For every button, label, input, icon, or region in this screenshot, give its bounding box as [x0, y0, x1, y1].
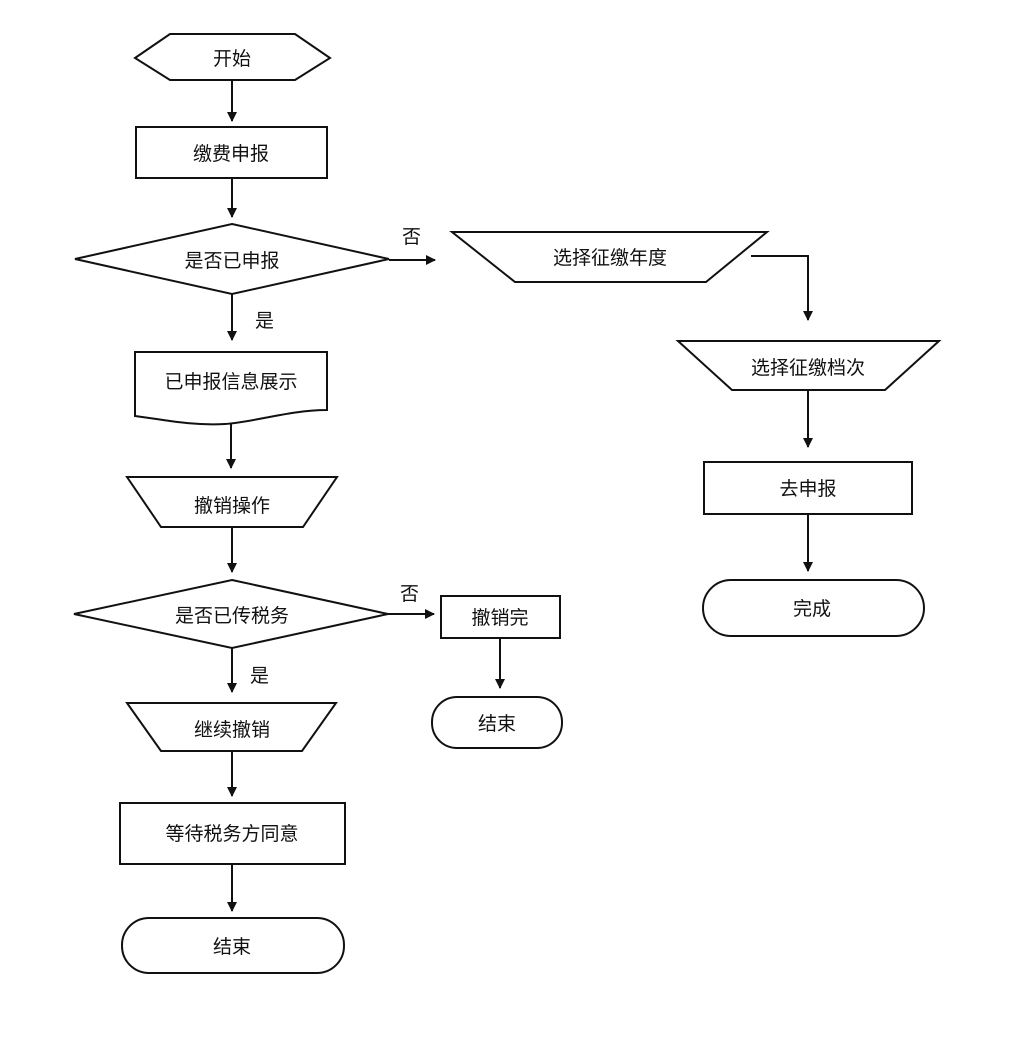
- node-revoke-op-label: 撤销操作: [194, 495, 270, 517]
- node-select-year-label: 选择征缴年度: [553, 247, 667, 269]
- node-is-declared: 是否已申报: [74, 222, 390, 296]
- edge-label-sent-yes: 是: [250, 665, 269, 687]
- edge-label-declared-no: 否: [402, 226, 421, 248]
- node-end-main-label: 结束: [213, 936, 251, 958]
- node-revoke-done-label: 撤销完: [471, 607, 528, 629]
- node-declared-info: 已申报信息展示: [134, 351, 328, 426]
- node-select-level: 选择征缴档次: [675, 340, 942, 391]
- node-declared-info-label: 已申报信息展示: [164, 371, 297, 393]
- node-wait-tax: 等待税务方同意: [119, 802, 346, 865]
- node-start: 开始: [133, 33, 332, 81]
- edge-label-sent-no: 否: [400, 583, 419, 605]
- edge-label-declared-yes: 是: [255, 310, 274, 332]
- node-revoke-op: 撤销操作: [125, 476, 339, 528]
- node-end-side-label: 结束: [478, 713, 516, 735]
- node-end-main: 结束: [121, 917, 345, 974]
- node-declare: 缴费申报: [135, 126, 328, 179]
- node-declare-label: 缴费申报: [193, 143, 269, 165]
- node-done: 完成: [702, 579, 925, 637]
- node-select-year: 选择征缴年度: [449, 231, 770, 283]
- node-is-sent-tax-label: 是否已传税务: [175, 605, 289, 627]
- node-end-side: 结束: [431, 696, 563, 749]
- node-go-declare: 去申报: [703, 461, 913, 515]
- node-go-declare-label: 去申报: [779, 478, 836, 500]
- node-continue-revoke-label: 继续撤销: [194, 719, 270, 741]
- node-continue-revoke: 继续撤销: [125, 702, 338, 752]
- node-start-label: 开始: [213, 48, 251, 70]
- node-wait-tax-label: 等待税务方同意: [165, 823, 298, 845]
- node-is-sent-tax: 是否已传税务: [73, 578, 389, 650]
- arrow-year-level: [751, 255, 813, 321]
- node-select-level-label: 选择征缴档次: [751, 357, 865, 379]
- node-is-declared-label: 是否已申报: [184, 250, 279, 272]
- node-revoke-done: 撤销完: [440, 595, 561, 639]
- node-done-label: 完成: [793, 598, 831, 620]
